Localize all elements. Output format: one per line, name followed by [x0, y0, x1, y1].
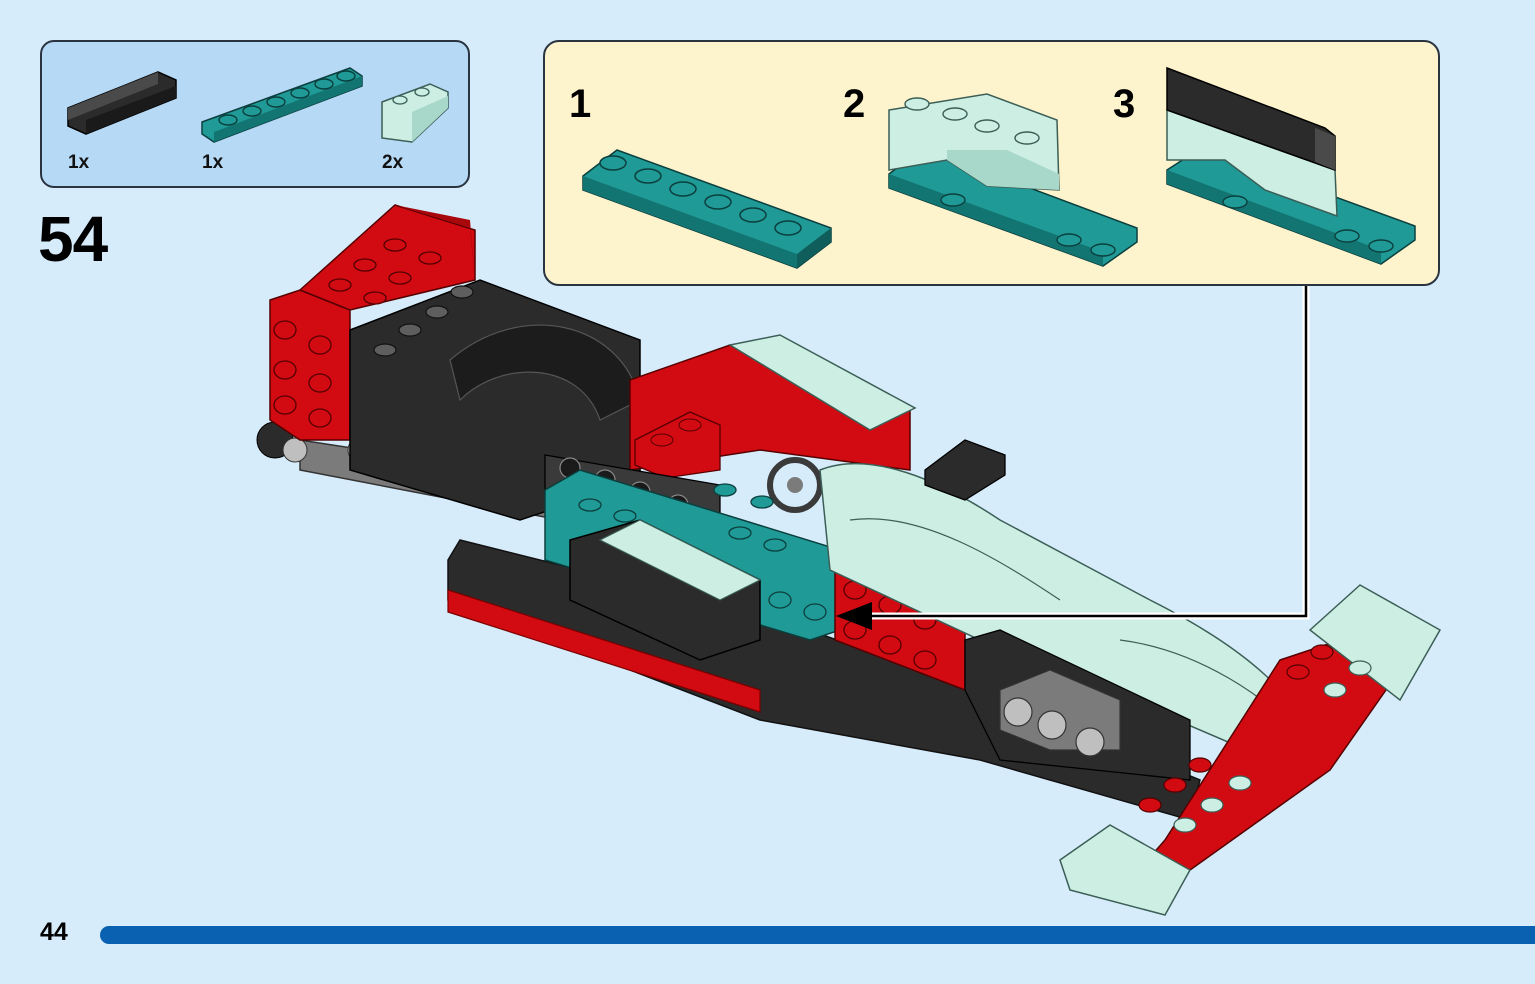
part-quantity: 1x — [68, 152, 90, 173]
page-number: 44 — [40, 918, 68, 946]
teal-plate-part — [201, 67, 363, 143]
progress-bar — [100, 926, 1535, 944]
part-quantity: 2x — [382, 152, 404, 173]
parts-list-panel: 1x 1x 2x — [40, 40, 470, 188]
substep-number: 2 — [843, 82, 866, 126]
substep-number: 3 — [1113, 82, 1136, 126]
black-angle-plate-part — [67, 71, 177, 135]
substep-2-illustration — [888, 93, 1138, 267]
step-number: 54 — [38, 203, 108, 275]
substep-3-illustration — [1166, 66, 1416, 265]
substep-1-illustration — [582, 149, 832, 269]
light-aqua-slope-part — [381, 83, 449, 143]
substep-panel: 1 2 3 — [543, 40, 1440, 286]
part-quantity: 1x — [202, 152, 224, 173]
substep-number: 1 — [569, 82, 592, 126]
